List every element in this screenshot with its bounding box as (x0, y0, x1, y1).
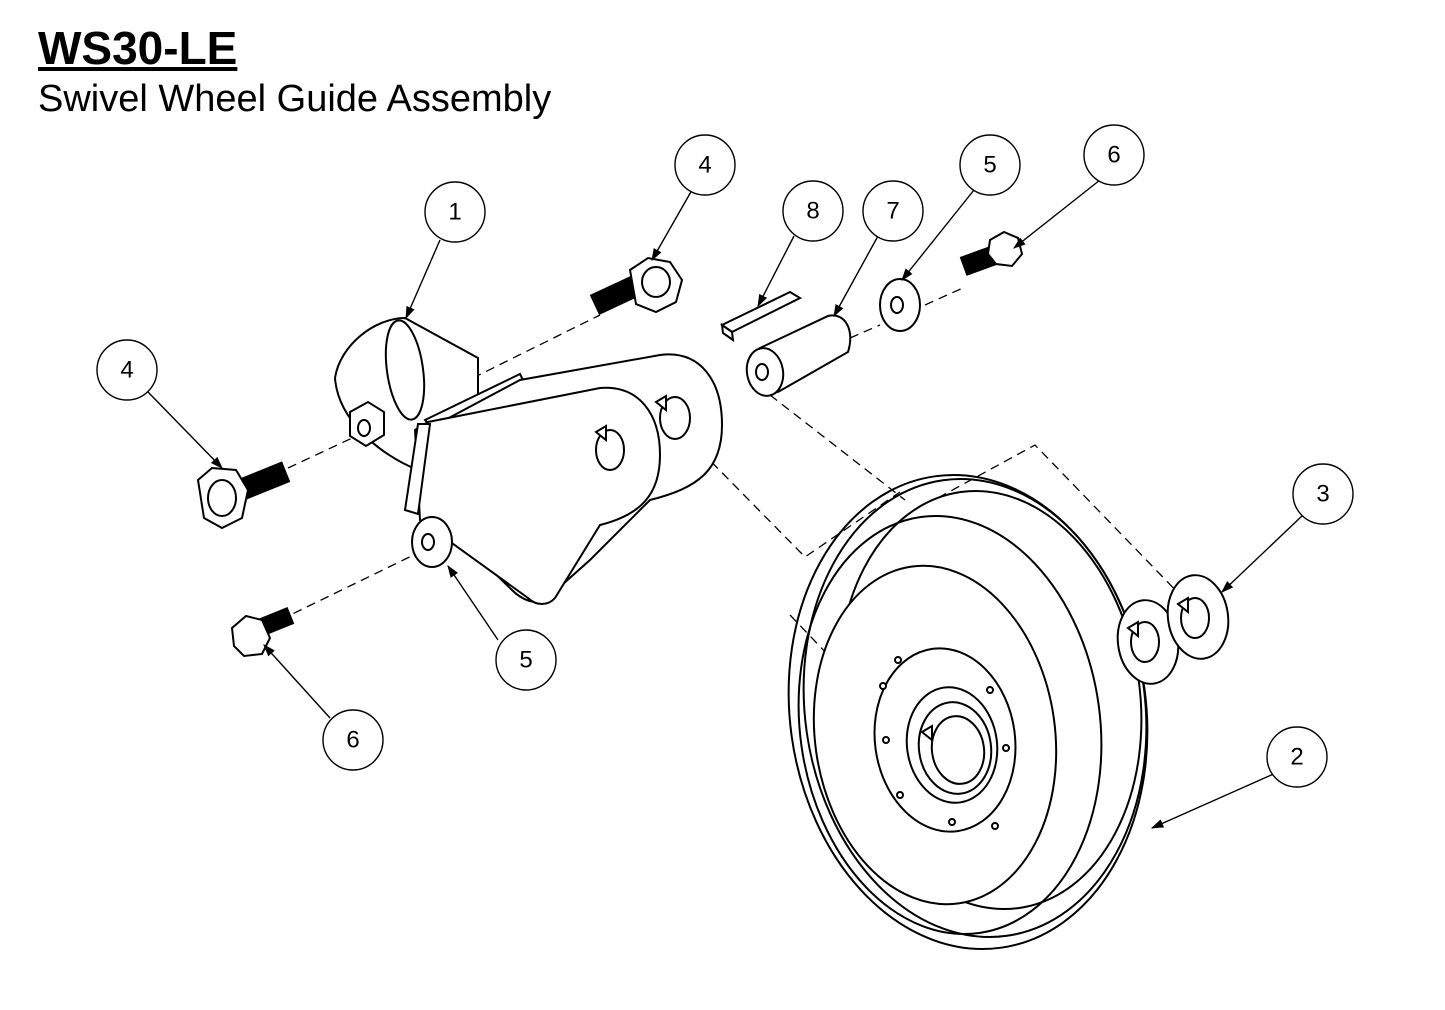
item-balloon-5-top: 5 (959, 134, 1021, 196)
item-balloon-6-bottom: 6 (322, 709, 384, 771)
item-balloon-4-left: 4 (96, 339, 158, 401)
swivel-wheel (787, 474, 1149, 950)
item-number: 3 (1316, 481, 1329, 508)
item-balloon-1: 1 (424, 181, 486, 243)
item-balloon-6-top: 6 (1083, 124, 1145, 186)
flat-washer-top (879, 278, 921, 332)
item-number: 8 (806, 198, 819, 225)
drawing-title: WS30-LE (38, 22, 238, 74)
item-balloon-2: 2 (1266, 726, 1328, 788)
swivel-bracket (333, 316, 724, 605)
item-number: 2 (1290, 744, 1303, 771)
item-number: 6 (1107, 142, 1120, 169)
flange-bolt-top (589, 256, 684, 315)
hex-bolt-bottom (230, 607, 295, 658)
item-number: 1 (448, 199, 461, 226)
item-number: 4 (698, 152, 711, 179)
item-number: 6 (346, 727, 359, 754)
flat-washer-lower (411, 516, 453, 568)
item-balloon-4-top: 4 (674, 134, 736, 196)
item-number: 5 (519, 647, 532, 674)
flange-bolt-left (196, 461, 291, 530)
item-balloon-8: 8 (782, 180, 844, 242)
spacer-bushing (745, 314, 852, 397)
item-balloon-7: 7 (862, 180, 924, 242)
spacer-washers (1116, 574, 1230, 685)
item-balloon-5-bottom: 5 (495, 629, 557, 691)
item-balloon-3: 3 (1292, 463, 1354, 525)
drawing-subtitle: Swivel Wheel Guide Assembly (38, 78, 552, 120)
leader-lines (147, 179, 1304, 829)
item-number: 7 (886, 198, 899, 225)
hex-bolt-top (959, 230, 1024, 276)
item-number: 4 (120, 357, 133, 384)
item-number: 5 (983, 152, 996, 179)
key (720, 290, 803, 343)
